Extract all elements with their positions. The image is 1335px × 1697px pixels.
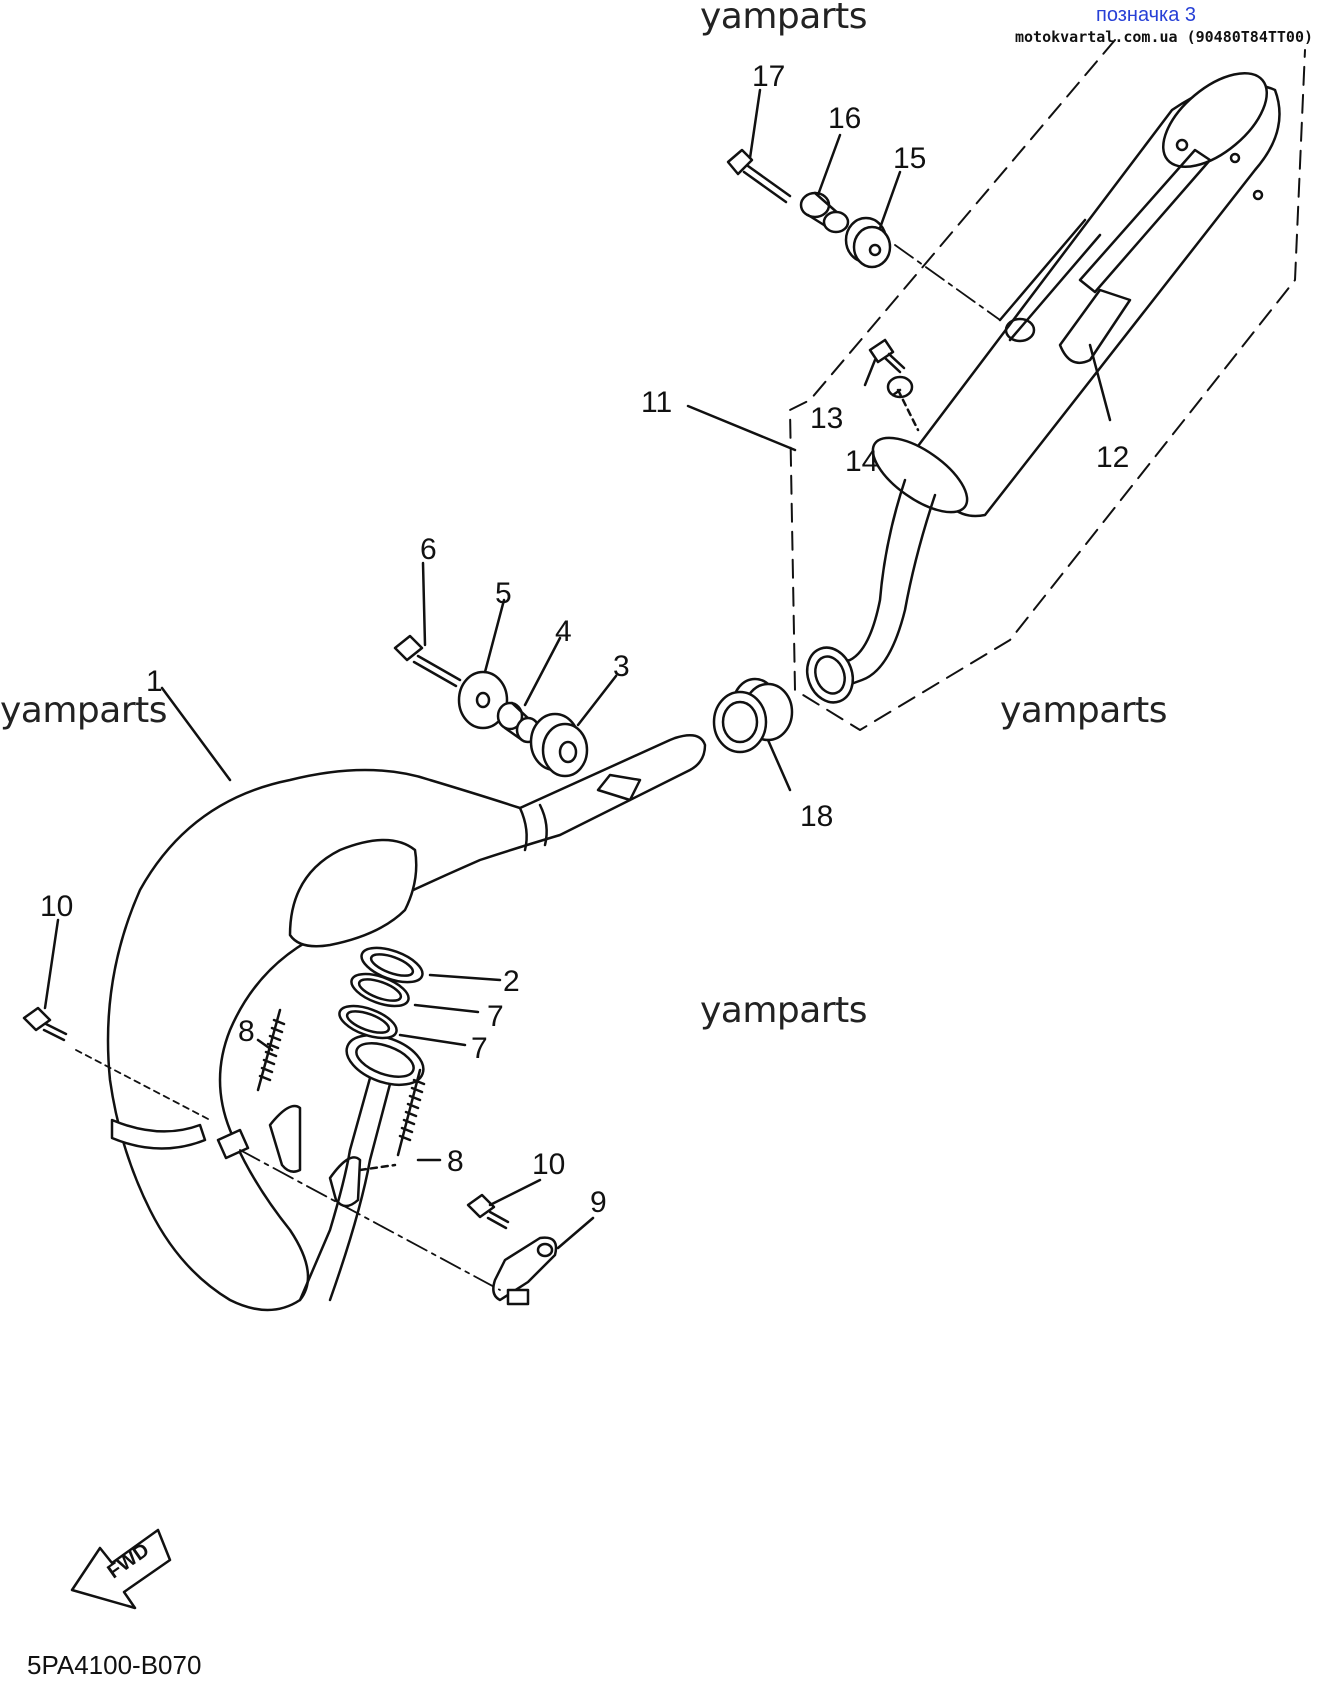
callout-10-right: 10 (532, 1148, 566, 1181)
part-3-grommet (529, 712, 589, 778)
part-7-gasket-upper (350, 972, 410, 1008)
callout-2: 2 (503, 965, 520, 998)
watermark: yamparts (1000, 690, 1168, 731)
callout-12: 12 (1096, 441, 1130, 474)
callout-14: 14 (845, 445, 879, 478)
part-10-bolt-left (22, 1006, 68, 1042)
fwd-arrow-icon (70, 1528, 172, 1610)
part-17-bolt (726, 148, 792, 204)
callout-7-lower: 7 (471, 1032, 488, 1065)
part-1-exhaust-pipe (106, 733, 707, 1312)
site-reference: motokvartal.com.ua (90480T84TT00) (1015, 28, 1314, 46)
callout-6: 6 (420, 533, 437, 566)
part-4-collar (496, 701, 541, 744)
callout-8-right: 8 (447, 1145, 464, 1178)
callout-7-upper: 7 (487, 1000, 504, 1033)
callout-9: 9 (590, 1186, 607, 1219)
watermark: yamparts (700, 0, 868, 37)
callout-13: 13 (810, 402, 844, 435)
diagram-code: 5PA4100-B070 (27, 1650, 202, 1680)
callout-5: 5 (495, 577, 512, 610)
callout-11: 11 (641, 386, 673, 419)
part-15-grommet (844, 216, 892, 269)
callout-18: 18 (800, 800, 834, 833)
callout-15: 15 (893, 142, 927, 175)
part-5-washer (457, 670, 509, 730)
silencer-group-outline (789, 39, 1306, 731)
part-9-bracket (492, 1236, 558, 1306)
part-12-bracket (1058, 288, 1132, 365)
callout-10-left: 10 (40, 890, 74, 923)
watermark: yamparts (700, 990, 868, 1031)
callout-8-left: 8 (238, 1015, 255, 1048)
part-13-bolt (868, 338, 906, 374)
part-10-bolt-right (466, 1193, 510, 1230)
callout-4: 4 (555, 615, 572, 648)
part-16-collar (799, 191, 850, 234)
part-18-seal (712, 677, 794, 754)
callout-3: 3 (613, 650, 630, 683)
part-6-bolt (393, 634, 462, 688)
callout-16: 16 (828, 102, 862, 135)
silencer-body (805, 71, 1281, 704)
watermark: yamparts (0, 690, 168, 731)
callout-17: 17 (752, 60, 786, 93)
part-7-gasket-lower (338, 1004, 398, 1040)
part-8-spring-right (396, 1068, 426, 1157)
callout-1: 1 (146, 665, 163, 698)
part-8-spring-left (256, 1008, 286, 1092)
header-tag: позначка 3 (1096, 4, 1197, 26)
part-14-washer (886, 375, 914, 399)
